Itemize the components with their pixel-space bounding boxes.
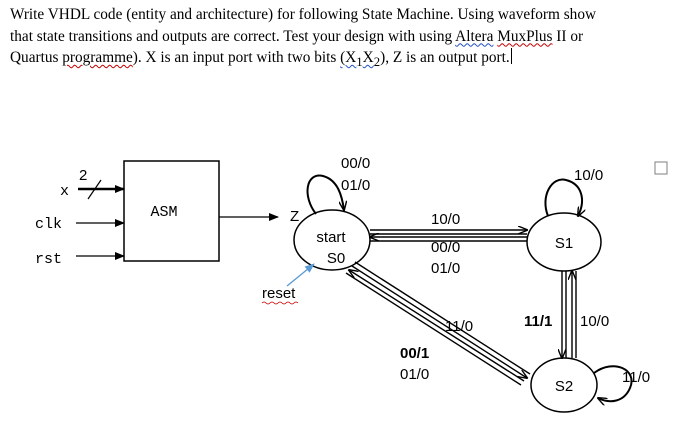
s0-to-s2-line-b — [354, 261, 531, 375]
s0-self-loop — [306, 174, 344, 215]
s1-to-s0-label-2: 01/0 — [431, 260, 460, 277]
question-text: Write VHDL code (entity and architecture… — [10, 4, 678, 74]
asm-label: ASM — [150, 204, 177, 221]
question-line-3-text: Quartus — [10, 49, 63, 66]
question-line-3-end: ), Z is an output port. — [380, 49, 510, 66]
s2-to-s0-line-a — [349, 270, 525, 382]
question-line-2-end: II or — [552, 27, 584, 45]
s2-to-s0-label-1: 00/1 — [400, 345, 429, 362]
s2-to-s1-label: 10/0 — [580, 313, 609, 330]
state-s2-label: S2 — [555, 378, 573, 395]
state-start-label: start — [316, 229, 346, 246]
output-z-label: Z — [290, 208, 299, 225]
question-line-2: that state transitions and outputs are c… — [10, 26, 678, 48]
s2-to-s0-line-b — [345, 272, 522, 386]
question-line-3: Quartus programme). X is an input port w… — [10, 47, 678, 74]
s2-self-label: 11/0 — [622, 369, 650, 386]
s2-self-loop — [593, 365, 633, 401]
s1-to-s0-label-1: 00/0 — [431, 239, 460, 256]
s0-to-s2-label: 11/0 — [445, 318, 473, 335]
bus-slash — [87, 179, 102, 200]
bus-width-label: 2 — [79, 167, 87, 184]
port-expression: (X1X2 — [340, 49, 381, 70]
s1-to-s2-label: 11/1 — [524, 313, 552, 330]
s1-self-loop — [544, 178, 582, 216]
subscript-1: 1 — [356, 55, 363, 70]
question-line-2-text: that state transitions and outputs are c… — [10, 27, 456, 45]
input-rst-label: rst — [35, 251, 62, 268]
state-s1 — [526, 212, 602, 272]
state-s1-label: S1 — [555, 235, 573, 252]
port-x-open: (X — [340, 49, 357, 66]
word-programme: programme — [62, 49, 133, 66]
state-s0-label: S0 — [327, 250, 345, 267]
s0-self-label-2: 01/0 — [341, 177, 370, 194]
reset-label: reset — [262, 285, 296, 302]
s1-self-label: 10/0 — [574, 167, 603, 184]
text-cursor — [510, 48, 512, 64]
asm-block — [123, 160, 220, 262]
question-line-1: Write VHDL code (entity and architecture… — [10, 6, 597, 23]
s0-self-label-1: 00/0 — [341, 155, 370, 172]
reset-squiggle — [261, 301, 299, 305]
input-x-label: x — [60, 183, 69, 200]
s2-to-s0-label-2: 01/0 — [400, 366, 429, 383]
s0-to-s2-line-a — [351, 265, 527, 378]
reset-arrow — [286, 263, 315, 287]
port-x: X — [362, 49, 374, 66]
checkbox[interactable] — [654, 161, 668, 175]
question-line-3-mid: ). X is an input port with two bits — [132, 49, 341, 66]
word-muxplus: MuxPlus — [497, 27, 553, 45]
s0-to-s1-label: 10/0 — [431, 211, 460, 228]
word-altera: Altera — [455, 27, 494, 45]
subscript-2: 2 — [373, 55, 381, 70]
input-clk-label: clk — [35, 216, 62, 233]
